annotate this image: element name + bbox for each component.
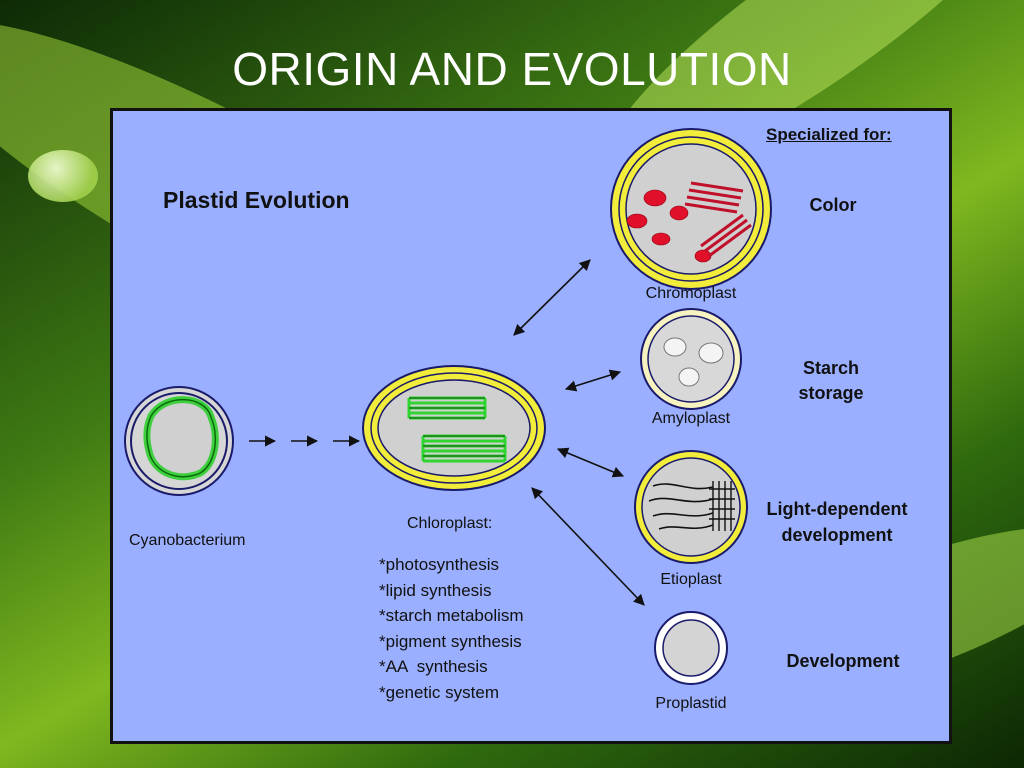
chloroplast-functions-list: *photosynthesis *lipid synthesis *starch… — [379, 552, 524, 705]
cyanobacterium-cell — [124, 386, 234, 496]
diagram-heading: Plastid Evolution — [163, 187, 350, 213]
amyloplast-specialization: Starch storage — [798, 358, 864, 403]
water-drop — [28, 150, 98, 202]
plastid-diagram-graphics — [124, 128, 772, 685]
plastid-diagram-panel: Plastid Evolution Specialized for: Cyano… — [110, 108, 952, 744]
amyloplast-organelle — [640, 308, 742, 410]
function-item: *lipid synthesis — [379, 580, 492, 600]
chromoplast-label: Chromoplast — [645, 285, 737, 302]
chromoplast-organelle — [610, 128, 772, 290]
function-item: *AA synthesis — [379, 657, 488, 676]
function-item: *pigment synthesis — [379, 631, 522, 651]
etioplast-organelle — [634, 450, 748, 564]
slide-title: ORIGIN AND EVOLUTION — [232, 43, 792, 95]
differentiation-arrows — [513, 259, 645, 606]
function-item: *photosynthesis — [379, 555, 500, 574]
chromoplast-specialization: Color — [809, 195, 857, 215]
proplastid-specialization: Development — [786, 651, 900, 671]
etioplast-label: Etioplast — [660, 571, 722, 588]
etioplast-specialization: Light-dependent development — [766, 499, 908, 545]
chloroplast-organelle — [362, 365, 546, 491]
amyloplast-label: Amyloplast — [651, 410, 731, 427]
proplastid-label: Proplastid — [655, 695, 727, 712]
specialized-for-header: Specialized for: — [766, 125, 892, 144]
chloroplast-label: Chloroplast: — [407, 515, 493, 532]
function-item: *starch metabolism — [379, 606, 524, 625]
function-item: *genetic system — [379, 682, 499, 702]
proplastid-organelle — [654, 611, 728, 685]
cyanobacterium-label: Cyanobacterium — [129, 532, 246, 549]
